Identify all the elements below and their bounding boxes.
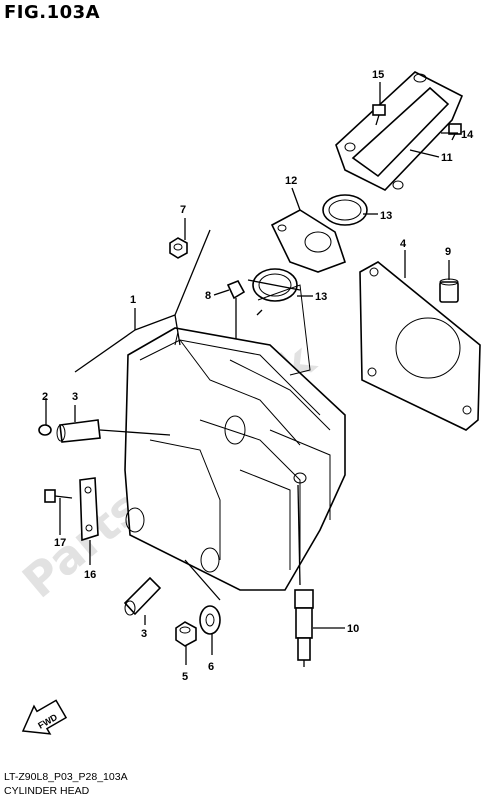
callout-14: 14 (461, 129, 474, 141)
dowel-3-lower[interactable] (123, 576, 162, 616)
callout-3-upper: 3 (72, 391, 78, 403)
nut-7[interactable] (169, 237, 188, 259)
callout-1: 1 (130, 294, 136, 306)
bolt-17[interactable] (44, 489, 73, 503)
cylinder-head[interactable] (124, 284, 346, 591)
callout-6: 6 (208, 661, 214, 673)
fwd-arrow-icon: FWD (21, 699, 68, 735)
callout-4: 4 (400, 238, 407, 250)
spark-plug[interactable] (294, 589, 314, 667)
nut-5[interactable] (175, 621, 197, 647)
callout-17: 17 (54, 537, 66, 549)
callout-5: 5 (182, 671, 188, 683)
callout-8: 8 (205, 290, 211, 302)
dowel-pin[interactable] (439, 278, 459, 303)
callout-15: 15 (372, 69, 384, 81)
gasket-16[interactable] (79, 477, 99, 542)
bolt-15[interactable] (372, 104, 386, 126)
clip-2[interactable] (38, 424, 52, 436)
figure-caption: CYLINDER HEAD (4, 785, 90, 797)
callout-13-upper: 13 (380, 210, 392, 222)
callout-9: 9 (445, 246, 451, 258)
callout-3-lower: 3 (141, 628, 147, 640)
dowel-3-upper[interactable] (56, 419, 101, 443)
callout-10: 10 (347, 623, 359, 635)
callout-11: 11 (441, 152, 453, 164)
leader-lines (45, 82, 458, 665)
callout-7: 7 (180, 204, 186, 216)
callout-12: 12 (285, 175, 297, 187)
callout-16: 16 (84, 569, 96, 581)
intake-pipe[interactable] (335, 71, 464, 191)
callout-2: 2 (42, 391, 48, 403)
bolt-14[interactable] (448, 123, 462, 141)
callout-13-lower: 13 (315, 291, 327, 303)
washer-6[interactable] (199, 605, 221, 635)
figure-code: LT-Z90L8_P03_P28_103A (4, 771, 128, 783)
head-gasket[interactable] (359, 261, 481, 431)
figure-title: FIG.103A (4, 2, 101, 23)
